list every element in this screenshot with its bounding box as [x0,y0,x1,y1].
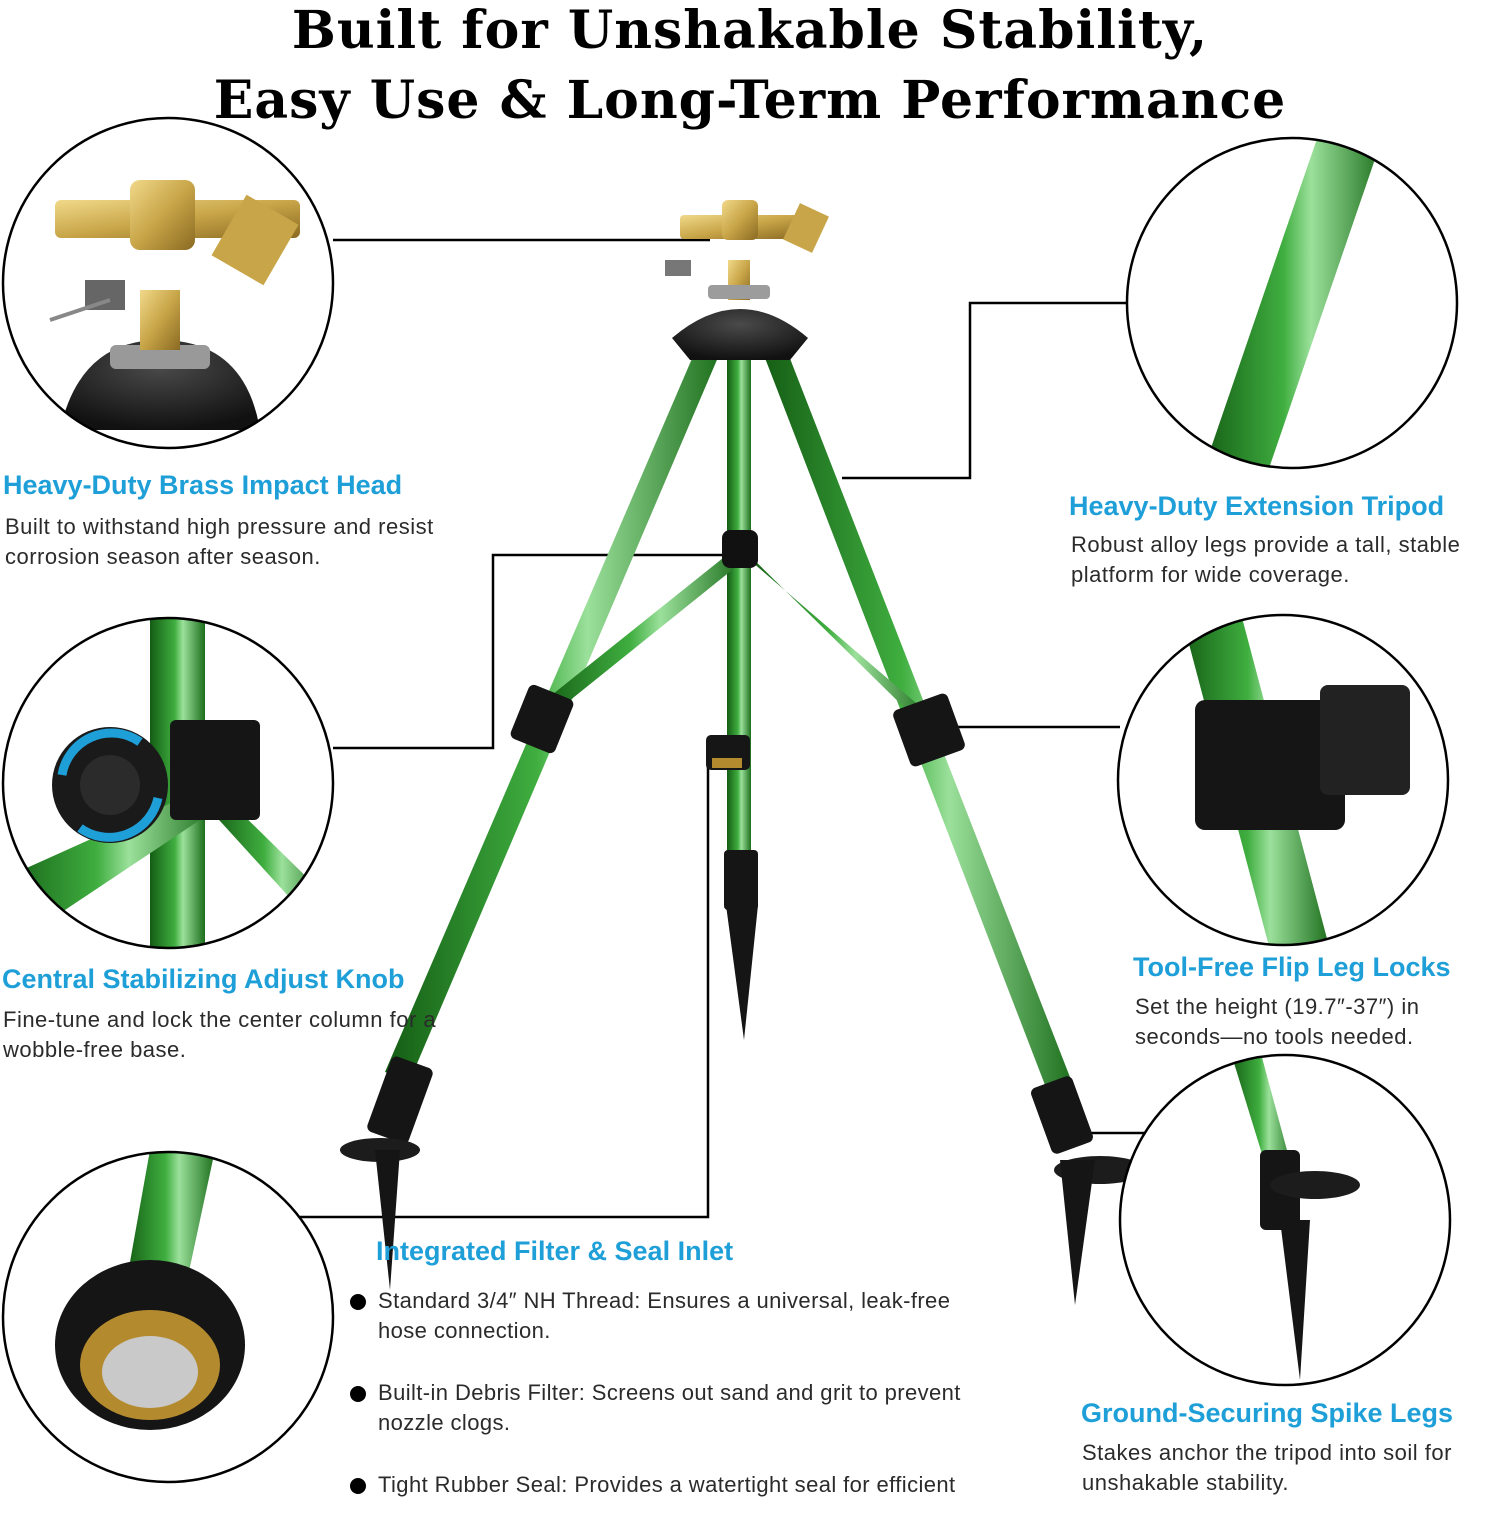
tripod-main [340,200,1146,1305]
feature-title-spike-legs: Ground-Securing Spike Legs [1081,1398,1454,1428]
feature-desc-spike-legs-line1: Stakes anchor the tripod into soil for [1082,1440,1452,1465]
feature-title-leg-locks: Tool-Free Flip Leg Locks [1133,952,1451,982]
bullet-dot-icon [350,1478,366,1494]
feature-title-filter-inlet: Integrated Filter & Seal Inlet [376,1236,734,1266]
feature-desc-leg-locks-line2: seconds—no tools needed. [1135,1024,1414,1049]
feature-desc-extension-tripod-line2: platform for wide coverage. [1071,562,1350,587]
center-spike [726,905,758,1040]
feature-desc-leg-locks-line1: Set the height (19.7″-37″) in [1135,994,1420,1019]
top-cap [672,309,808,360]
brass-sprinkler-head [665,200,829,300]
bullet-text-line2: hose connection. [378,1318,551,1343]
bullet-item: Tight Rubber Seal: Provides a watertight… [350,1470,1050,1500]
feature-title-extension-tripod: Heavy-Duty Extension Tripod [1069,491,1445,521]
feature-desc-brass-head-line1: Built to withstand high pressure and res… [5,514,434,539]
bullet-text-line1: Built-in Debris Filter: Screens out sand… [378,1380,961,1405]
leg-clamp-right [893,693,965,767]
bullet-item: Standard 3/4″ NH Thread: Ensures a unive… [350,1286,1050,1346]
center-hub [722,530,758,568]
headline-line-2: Easy Use & Long-Term Performance [213,70,1287,131]
bullet-dot-icon [350,1294,366,1310]
bullet-text-line1: Tight Rubber Seal: Provides a watertight… [378,1472,956,1497]
product-illustration [1,116,1459,1484]
brace-right [744,550,930,725]
bullet-text-line1: Standard 3/4″ NH Thread: Ensures a unive… [378,1288,951,1313]
feature-desc-extension-tripod-line1: Robust alloy legs provide a tall, stable [1071,532,1461,557]
filter-inlet-bullets: Standard 3/4″ NH Thread: Ensures a unive… [350,1286,1050,1532]
closeup-adjust-knob [3,618,333,948]
feature-title-brass-head: Heavy-Duty Brass Impact Head [3,470,403,500]
bullet-dot-icon [350,1386,366,1402]
closeup-extension-tripod [1127,138,1457,468]
closeup-filter-inlet [3,1152,333,1482]
spike-left [375,1150,400,1290]
feature-desc-brass-head-line2: corrosion season after season. [5,544,321,569]
feature-desc-spike-legs-line2: unshakable stability. [1082,1470,1289,1495]
bullet-text-line2: nozzle clogs. [378,1410,511,1435]
feature-desc-adjust-knob-line2: wobble-free base. [3,1037,187,1062]
spike-right [1060,1160,1095,1305]
connector-tripod [842,301,1127,480]
tripod-leg-center [727,350,751,870]
connector-filter [300,760,710,1219]
leg-clamp-left [510,684,574,754]
closeup-brass-head [3,118,333,448]
bullet-item: Built-in Debris Filter: Screens out sand… [350,1378,1050,1438]
brace-left [538,550,742,718]
headline-line-1: Built for Unshakable Stability, [291,0,1209,61]
closeup-leg-lock [1118,615,1448,945]
feature-title-adjust-knob: Central Stabilizing Adjust Knob [2,964,405,994]
feature-desc-adjust-knob-line1: Fine-tune and lock the center column for… [3,1007,437,1032]
center-leg-clamp [724,850,758,910]
closeup-spike-leg [1120,1055,1450,1385]
